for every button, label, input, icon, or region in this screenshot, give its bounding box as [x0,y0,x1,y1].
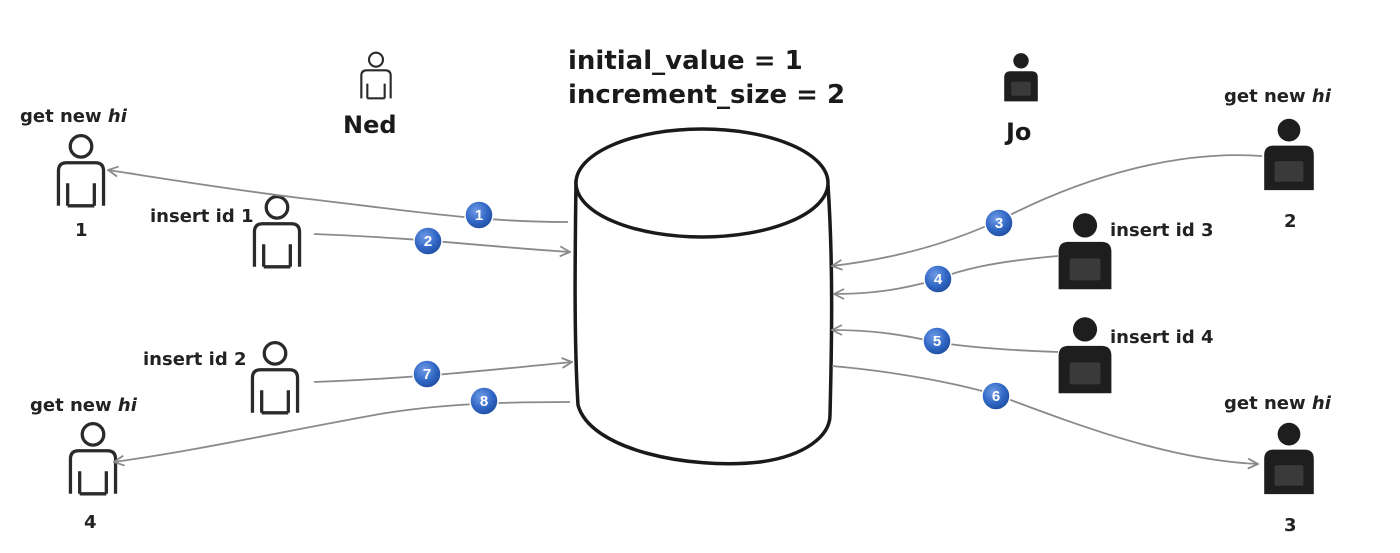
jo-insert-id-3-person-icon [1058,213,1112,290]
flow-arrow-step-2 [313,233,570,252]
client-2-number: 2 [1284,211,1297,232]
client-1-person-icon [56,133,106,208]
client-3-number: 3 [1284,515,1297,536]
step-badge-3-text: 3 [995,215,1003,232]
step-badge-4-text: 4 [934,271,943,288]
insert-id-2-label: insert id 2 [143,349,247,370]
database-cylinder-icon [573,127,834,466]
step-badge-3: 3 [984,208,1014,238]
step-badge-5-text: 5 [933,333,941,350]
step-badge-6-text: 6 [992,388,1000,405]
step-badge-7-text: 7 [423,366,431,383]
step-badge-1-text: 1 [475,207,483,224]
get-new-hi-label-client-4: get new hi [30,395,138,416]
step-badge-5: 5 [922,326,952,356]
flow-arrow-step-3 [832,154,1263,266]
jo-insert-id-4-person-icon [1058,317,1112,394]
client-1-number: 1 [75,220,88,241]
insert-id-4-label: insert id 4 [1110,327,1214,348]
step-badge-6: 6 [981,381,1011,411]
client-2-person-icon [1264,118,1314,191]
jo-label: Jo [1004,118,1031,146]
step-badge-7: 7 [412,359,442,389]
get-new-hi-label-client-1: get new hi [20,106,128,127]
step-badge-8-text: 8 [480,393,488,410]
step-badge-2: 2 [413,226,443,256]
step-badge-4: 4 [923,264,953,294]
jo-person-icon [1004,53,1038,102]
step-badge-1: 1 [464,200,494,230]
get-new-hi-label-client-3: get new hi [1224,393,1332,414]
client-4-person-icon [68,421,118,496]
config-increment-size: increment_size = 2 [568,80,845,110]
ned-insert-id-2-person-icon [250,340,300,415]
ned-insert-id-1-person-icon [252,194,302,269]
step-badge-8: 8 [469,386,499,416]
flow-arrow-step-8 [114,401,571,462]
client-3-person-icon [1264,422,1314,495]
flow-arrow-step-1 [108,170,569,223]
ned-label: Ned [343,111,397,139]
step-badge-2-text: 2 [424,233,432,250]
insert-id-1-label: insert id 1 [150,206,254,227]
config-initial-value: initial_value = 1 [568,46,803,76]
get-new-hi-label-client-2: get new hi [1224,86,1332,107]
client-4-number: 4 [84,512,97,533]
flow-arrow-step-7 [313,362,572,383]
flow-arrow-step-6 [831,365,1258,464]
insert-id-3-label: insert id 3 [1110,220,1214,241]
ned-person-icon [360,51,392,100]
